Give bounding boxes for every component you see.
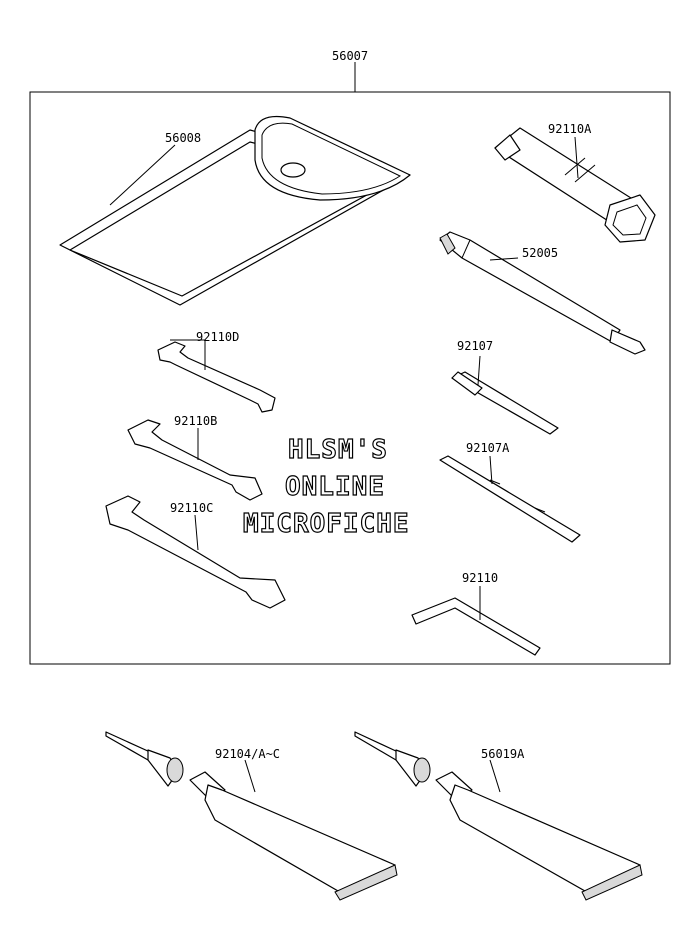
- screwdriver-a: [439, 455, 581, 543]
- box-wrench: [494, 127, 656, 243]
- label-92110D[interactable]: 92110D: [196, 330, 239, 344]
- grease-tube-2: [354, 731, 643, 901]
- watermark-line1: HLSM'S: [288, 435, 388, 465]
- watermark-line2: ONLINE: [285, 472, 385, 502]
- wrench-b: [127, 419, 263, 501]
- label-56007[interactable]: 56007: [332, 49, 368, 63]
- label-92110A[interactable]: 92110A: [548, 122, 592, 136]
- watermark-line3: MICROFICHE: [243, 509, 410, 539]
- kit-frame: [29, 91, 671, 665]
- label-92110B[interactable]: 92110B: [174, 414, 217, 428]
- label-92110C[interactable]: 92110C: [170, 501, 213, 515]
- label-52005[interactable]: 52005: [522, 246, 558, 260]
- grease-tube-1: [105, 731, 398, 901]
- label-56008[interactable]: 56008: [165, 131, 201, 145]
- screwdriver: [451, 371, 559, 435]
- tool-handle: [439, 231, 646, 355]
- tool-pouch: [59, 115, 411, 306]
- label-92104-A-C[interactable]: 92104/A~C: [215, 747, 280, 761]
- wrench-c: [105, 495, 286, 609]
- label-92107[interactable]: 92107: [457, 339, 493, 353]
- hex-wrench: [411, 597, 541, 656]
- label-56019A[interactable]: 56019A: [481, 747, 525, 761]
- wrench-d: [157, 341, 276, 413]
- label-92110[interactable]: 92110: [462, 571, 498, 585]
- label-92107A[interactable]: 92107A: [466, 441, 510, 455]
